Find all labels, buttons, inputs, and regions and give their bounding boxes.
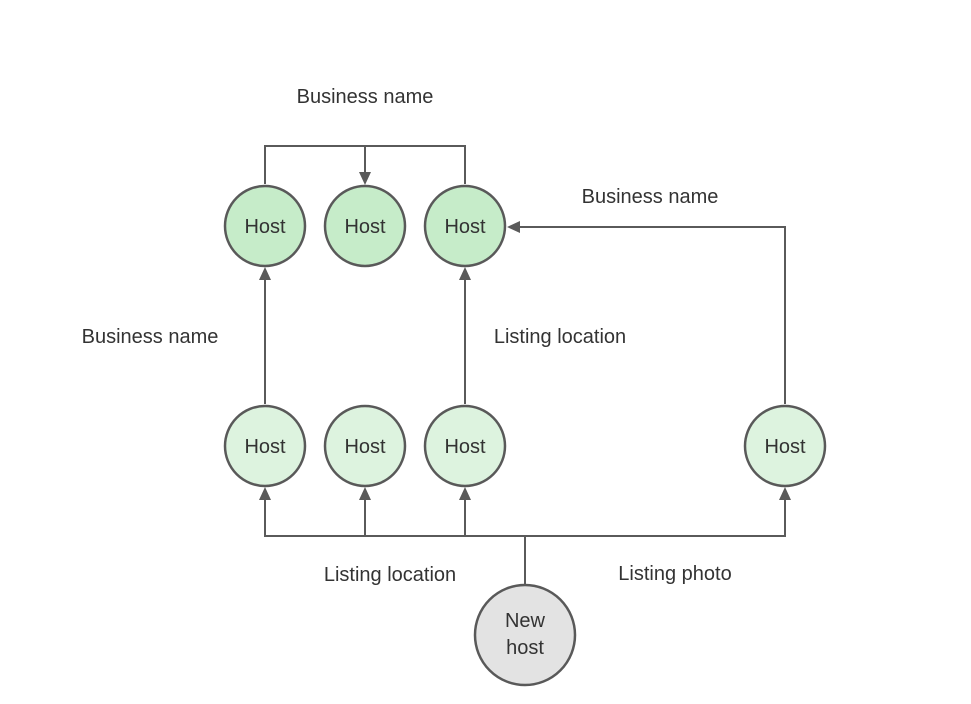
edge-label-listing-photo: Listing photo xyxy=(618,563,731,585)
host-label: Host xyxy=(444,436,486,458)
arrowhead-top-middle xyxy=(359,172,371,185)
arrowhead-bottom-left xyxy=(259,487,271,500)
host-label: Host xyxy=(344,436,386,458)
host-node-bottom-left: Host xyxy=(223,404,307,488)
host-circle xyxy=(323,404,407,488)
arrowhead-top-right-side xyxy=(507,221,520,233)
host-circle xyxy=(223,184,307,268)
edge-to-bottom-left xyxy=(264,498,525,537)
edge-to-bottom-right xyxy=(464,498,525,537)
host-label: Host xyxy=(244,216,286,238)
new-host-label-line2: host xyxy=(506,637,544,659)
edge-label-listing-location-lower: Listing location xyxy=(324,564,456,586)
edge-label-listing-location-upper: Listing location xyxy=(494,326,626,348)
host-node-top-right: Host xyxy=(423,184,507,268)
edges-bottom-to-top xyxy=(259,221,786,404)
edges-top-bracket xyxy=(264,145,466,185)
edge-to-far-right xyxy=(525,498,786,537)
edge-label-left-business-name: Business name xyxy=(82,326,219,348)
edge-label-right-business-name: Business name xyxy=(582,186,719,208)
host-circle xyxy=(423,404,507,488)
host-label: Host xyxy=(444,216,486,238)
host-node-far-right: Host xyxy=(743,404,827,488)
host-node-bottom-right: Host xyxy=(423,404,507,488)
host-label: Host xyxy=(244,436,286,458)
edge-far-right-to-top-right xyxy=(520,226,786,404)
host-node-bottom-middle: Host xyxy=(323,404,407,488)
edges-from-new-host xyxy=(259,487,791,586)
arrowhead-top-left xyxy=(259,267,271,280)
host-node-top-left: Host xyxy=(223,184,307,268)
arrowhead-far-right xyxy=(779,487,791,500)
arrowhead-bottom-right xyxy=(459,487,471,500)
host-circle xyxy=(743,404,827,488)
host-circle xyxy=(223,404,307,488)
host-label: Host xyxy=(764,436,806,458)
arrowhead-top-right-bottom xyxy=(459,267,471,280)
edge-label-top-business-name: Business name xyxy=(297,86,434,108)
arrowhead-bottom-middle xyxy=(359,487,371,500)
host-circle xyxy=(323,184,407,268)
edge-to-bottom-middle xyxy=(364,498,525,537)
new-host-circle xyxy=(473,583,577,687)
host-node-top-middle: Host xyxy=(323,184,407,268)
new-host-label-line1: New xyxy=(505,610,546,632)
host-label: Host xyxy=(344,216,386,238)
host-circle xyxy=(423,184,507,268)
new-host-node: New host xyxy=(473,583,577,687)
